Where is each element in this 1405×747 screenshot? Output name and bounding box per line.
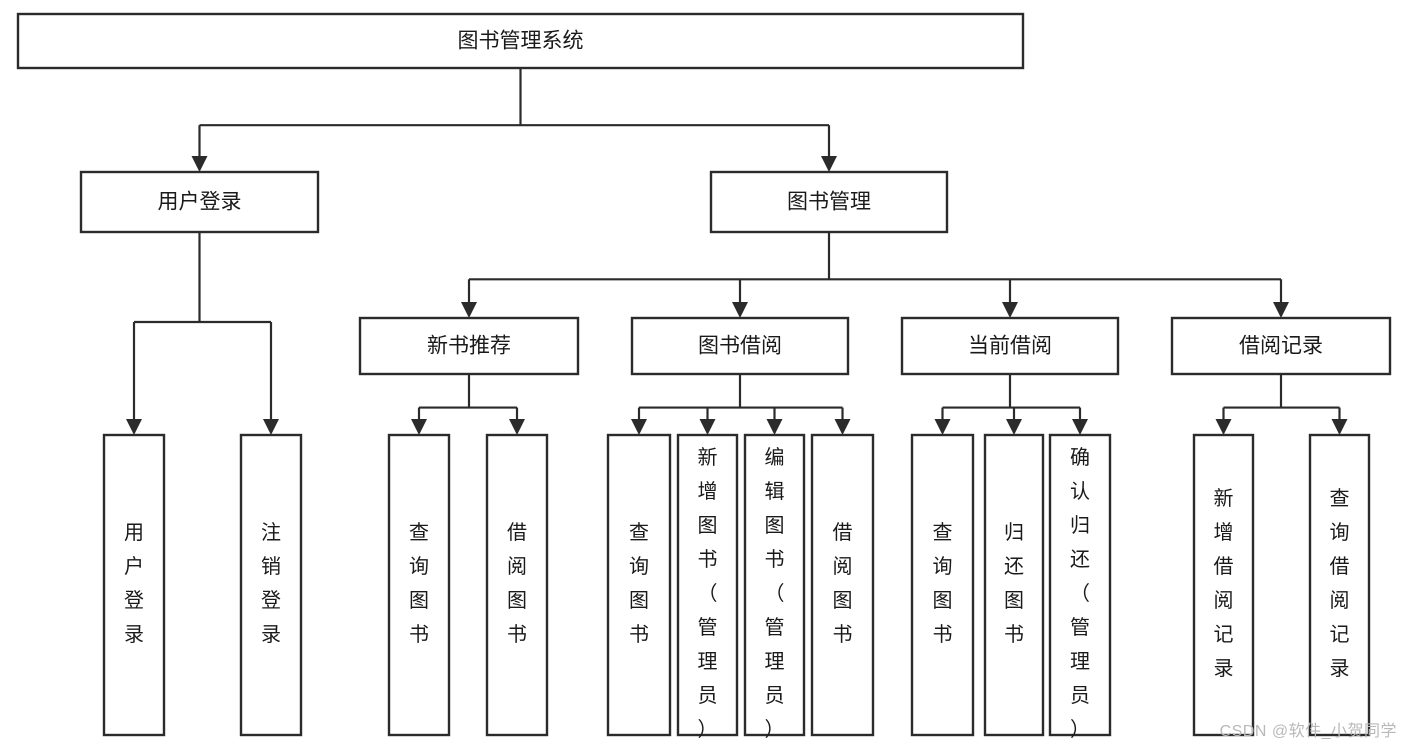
arrow-head-icon: [126, 419, 142, 435]
arrow-head-icon: [1006, 419, 1022, 435]
arrow-head-icon: [263, 419, 279, 435]
arrow-head-icon: [411, 419, 427, 435]
arrow-head-icon: [631, 419, 647, 435]
node-leaf-query-book-1[interactable]: 查询图书: [387, 433, 451, 737]
node-leaf-query-record[interactable]: 查询借阅记录: [1308, 433, 1371, 737]
node-leaf-add-record[interactable]: 新增借阅记录: [1192, 433, 1255, 737]
node-label: 查询图书: [409, 521, 429, 646]
node-label: 用户登录: [158, 191, 242, 214]
node-leaf-confirm-return[interactable]: 确认归还（管理员）: [1048, 433, 1112, 741]
node-leaf-add-book[interactable]: 新增图书（管理员）: [676, 433, 739, 741]
node-label: 编辑图书（管理员）: [765, 446, 785, 741]
node-box: [16, 12, 1025, 70]
arrow-head-icon: [821, 156, 837, 172]
node-box: [910, 433, 975, 737]
node-label: 确认归还（管理员）: [1070, 446, 1090, 741]
node-label: 新书推荐: [427, 335, 511, 358]
node-book-borrow[interactable]: 图书借阅: [630, 316, 850, 376]
node-box: [1048, 433, 1112, 737]
arrow-head-icon: [934, 419, 951, 435]
arrow-head-icon: [699, 419, 716, 435]
edge-group-current-borrow: [934, 374, 1088, 435]
node-label: 查询图书: [933, 521, 953, 646]
arrow-head-icon: [766, 419, 783, 435]
edge-group-root: [191, 68, 837, 172]
node-box: [1170, 316, 1392, 376]
nodes-layer: 图书管理系统用户登录图书管理新书推荐图书借阅当前借阅借阅记录用户登录注销登录查询…: [16, 12, 1392, 741]
arrow-head-icon: [834, 419, 851, 435]
arrow-head-icon: [509, 419, 525, 435]
edge-group-new-book-rec: [411, 374, 525, 435]
node-box: [743, 433, 806, 737]
edge-group-borrow-record: [1215, 374, 1348, 435]
node-leaf-query-book-2[interactable]: 查询图书: [606, 433, 672, 737]
node-box: [900, 316, 1120, 376]
node-leaf-return-book[interactable]: 归还图书: [983, 433, 1045, 737]
arrow-head-icon: [1215, 419, 1232, 435]
arrow-head-icon: [1072, 419, 1088, 435]
arrow-head-icon: [191, 156, 208, 172]
edge-group-book-borrow: [631, 374, 851, 435]
node-leaf-borrow-book-1[interactable]: 借阅图书: [485, 433, 549, 737]
node-label: 图书管理系统: [458, 30, 584, 53]
node-box: [606, 433, 672, 737]
node-user-login[interactable]: 用户登录: [79, 170, 320, 234]
node-box: [79, 170, 320, 234]
node-root[interactable]: 图书管理系统: [16, 12, 1025, 70]
node-label: 注销登录: [261, 521, 281, 646]
node-box: [1192, 433, 1255, 737]
node-box: [676, 433, 739, 737]
node-box: [983, 433, 1045, 737]
node-box: [387, 433, 451, 737]
node-label: 用户登录: [124, 522, 144, 646]
edge-group-user-login: [126, 232, 279, 435]
node-borrow-record[interactable]: 借阅记录: [1170, 316, 1392, 376]
node-label: 图书管理: [787, 191, 871, 214]
edge-group-book-manage: [461, 232, 1289, 318]
node-leaf-user-logout[interactable]: 注销登录: [239, 433, 303, 737]
node-leaf-query-book-3[interactable]: 查询图书: [910, 433, 975, 737]
node-box: [102, 433, 166, 737]
node-label: 查询图书: [629, 521, 649, 646]
node-label: 图书借阅: [698, 335, 782, 358]
node-leaf-user-login[interactable]: 用户登录: [102, 433, 166, 737]
node-label: 查询借阅记录: [1330, 487, 1350, 680]
node-leaf-edit-book[interactable]: 编辑图书（管理员）: [743, 433, 806, 741]
node-current-borrow[interactable]: 当前借阅: [900, 316, 1120, 376]
watermark-text: CSDN @软件_小贺同学: [1219, 723, 1397, 740]
node-label: 当前借阅: [968, 335, 1052, 358]
node-new-book-rec[interactable]: 新书推荐: [358, 316, 580, 376]
node-box: [709, 170, 949, 234]
arrow-head-icon: [732, 302, 748, 318]
node-box: [810, 433, 875, 737]
node-leaf-borrow-book-2[interactable]: 借阅图书: [810, 433, 875, 737]
node-box: [630, 316, 850, 376]
arrow-head-icon: [461, 302, 477, 318]
arrow-head-icon: [1273, 302, 1289, 318]
node-box: [485, 433, 549, 737]
node-box: [1308, 433, 1371, 737]
node-label: 新增图书（管理员）: [698, 446, 718, 741]
node-label: 新增借阅记录: [1214, 487, 1234, 680]
node-label: 借阅图书: [833, 521, 853, 646]
node-label: 借阅记录: [1239, 335, 1323, 358]
arrow-head-icon: [1331, 419, 1348, 435]
node-box: [239, 433, 303, 737]
node-label: 借阅图书: [507, 521, 527, 646]
node-book-manage[interactable]: 图书管理: [709, 170, 949, 234]
node-box: [358, 316, 580, 376]
arrow-head-icon: [1002, 302, 1018, 318]
connectors-layer: [126, 68, 1348, 435]
node-label: 归还图书: [1004, 521, 1024, 646]
